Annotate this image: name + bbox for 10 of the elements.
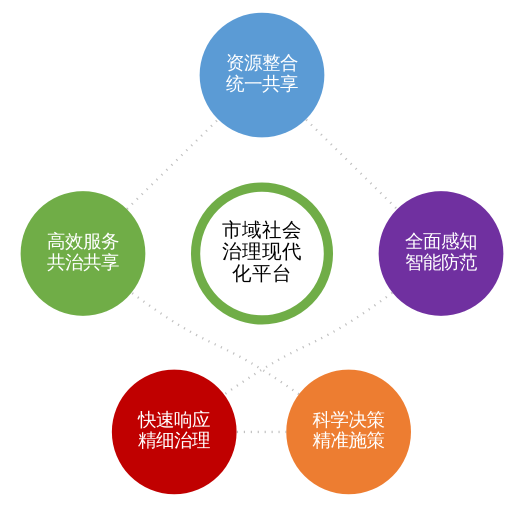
node-circle: 高效服务共治共享 bbox=[20, 191, 146, 316]
node-circle: 全面感知智能防范 bbox=[378, 191, 504, 316]
node-circle: 资源整合统一共享 bbox=[200, 12, 324, 138]
node-circle: 快速响应精细治理 bbox=[112, 370, 237, 494]
node-circle: 科学决策精准施策 bbox=[286, 370, 411, 494]
connector bbox=[126, 118, 219, 210]
connector bbox=[131, 292, 300, 396]
node-circle: 市域社会治理现代化平台 bbox=[190, 182, 334, 325]
connector bbox=[305, 118, 398, 210]
connector bbox=[224, 292, 393, 396]
